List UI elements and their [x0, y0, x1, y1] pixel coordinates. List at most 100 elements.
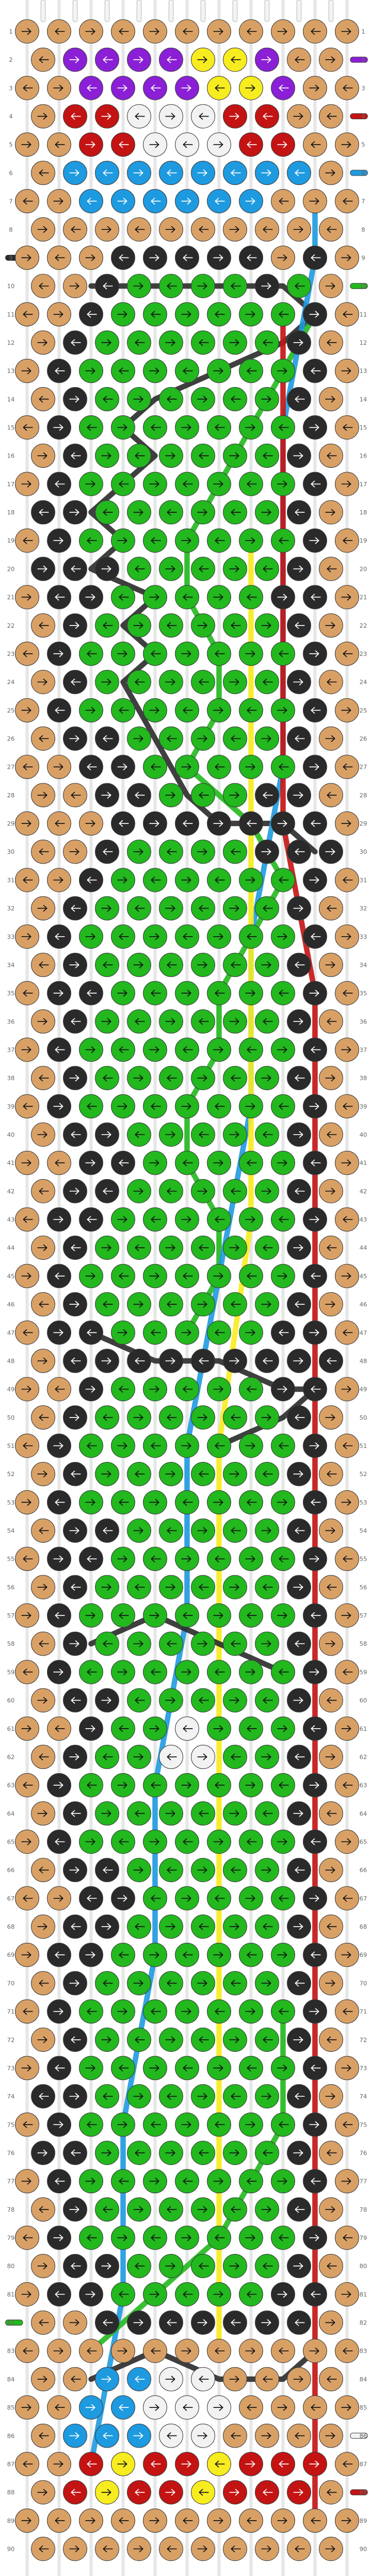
- arrow-right-icon: [69, 1640, 80, 1647]
- knot-black: [47, 585, 72, 609]
- knot-black: [47, 924, 72, 949]
- knot-black: [79, 1886, 104, 1911]
- knot-tan: [335, 811, 359, 836]
- arrow-right-icon: [293, 678, 304, 686]
- arrow-left-icon: [23, 2347, 33, 2354]
- arrow-right-icon: [213, 2178, 223, 2185]
- arrow-left-icon: [326, 2263, 337, 2270]
- knot-tan: [319, 2084, 343, 2109]
- arrow-left-icon: [247, 820, 257, 827]
- knot-black: [63, 2084, 87, 2109]
- arrow-left-icon: [38, 1527, 49, 1534]
- arrow-right-icon: [85, 1952, 95, 1959]
- knot-green: [127, 1122, 151, 1147]
- knot-black: [255, 2310, 279, 2335]
- arrow-right-icon: [69, 56, 80, 63]
- knot-green: [175, 1603, 200, 1628]
- knot-green: [159, 2084, 183, 2109]
- knot-purple: [79, 76, 104, 100]
- knot-black: [95, 2310, 119, 2335]
- arrow-left-icon: [326, 1131, 337, 1138]
- knot-green: [175, 924, 200, 949]
- arrow-left-icon: [326, 1244, 337, 1251]
- arrow-left-icon: [343, 1103, 353, 1110]
- arrow-right-icon: [53, 2347, 63, 2354]
- knot-purple: [255, 47, 279, 72]
- knot-green: [191, 1575, 215, 1600]
- arrow-left-icon: [102, 1527, 113, 1534]
- knot-green: [111, 1377, 136, 1401]
- knot-green: [143, 415, 168, 440]
- row-number-right: 56: [359, 1584, 367, 1591]
- arrow-right-icon: [85, 1612, 95, 1619]
- row-number-left: 2: [9, 56, 13, 63]
- knot-tan: [319, 2027, 343, 2052]
- knot-green: [271, 1094, 295, 1119]
- arrow-right-icon: [213, 1725, 223, 1732]
- row-number-right: 4: [362, 113, 365, 120]
- arrow-right-icon: [325, 2545, 336, 2553]
- arrow-left-icon: [87, 1781, 97, 1789]
- arrow-left-icon: [198, 113, 209, 120]
- arrow-left-icon: [151, 2234, 161, 2242]
- arrow-left-icon: [134, 2263, 145, 2270]
- knot-black: [95, 1349, 119, 1373]
- arrow-right-icon: [245, 1895, 255, 1902]
- arrow-left-icon: [326, 1357, 337, 1364]
- arrow-left-icon: [166, 2545, 177, 2553]
- arrow-left-icon: [134, 1357, 145, 1364]
- arrow-left-icon: [279, 989, 289, 997]
- knot-tan: [15, 189, 40, 214]
- arrow-left-icon: [70, 791, 81, 799]
- knot-green: [111, 472, 136, 497]
- knot-green: [111, 641, 136, 666]
- arrow-right-icon: [341, 2291, 351, 2298]
- knot-black: [79, 302, 104, 327]
- knot-green: [111, 302, 136, 327]
- arrow-right-icon: [37, 678, 48, 686]
- arrow-right-icon: [277, 2064, 287, 2072]
- row-number-left: 44: [7, 1245, 15, 1252]
- knot-green: [191, 669, 215, 694]
- arrow-left-icon: [55, 2064, 65, 2072]
- arrow-left-icon: [55, 1612, 65, 1619]
- knot-green: [271, 1547, 295, 1572]
- arrow-left-icon: [102, 1300, 113, 1308]
- knot-black: [271, 2282, 295, 2307]
- row-number-right: 78: [359, 2206, 367, 2213]
- knot-green: [223, 557, 247, 581]
- arrow-left-icon: [166, 735, 177, 742]
- arrow-right-icon: [117, 85, 127, 92]
- arrow-right-icon: [181, 1103, 191, 1110]
- knot-green: [159, 2197, 183, 2222]
- row-number-left: 31: [7, 877, 15, 884]
- arrow-right-icon: [85, 933, 95, 940]
- arrow-left-icon: [87, 537, 97, 544]
- knot-black: [303, 1320, 327, 1345]
- knot-green: [175, 981, 200, 1006]
- arrow-left-icon: [23, 763, 33, 770]
- arrow-left-icon: [119, 2517, 129, 2525]
- arrow-right-icon: [309, 2008, 319, 2015]
- knot-tan: [31, 1801, 55, 1826]
- arrow-right-icon: [21, 1046, 31, 1053]
- arrow-right-icon: [293, 2036, 304, 2043]
- arrow-left-icon: [102, 396, 113, 403]
- knot-tan: [335, 1490, 359, 1515]
- knot-green: [255, 1009, 279, 1034]
- knot-red: [271, 132, 295, 157]
- arrow-right-icon: [277, 1386, 287, 1393]
- arrow-left-icon: [279, 2008, 289, 2015]
- arrow-left-icon: [166, 622, 177, 629]
- knot-green: [127, 2141, 151, 2165]
- arrow-right-icon: [293, 791, 304, 799]
- row-number-left: 57: [7, 1612, 15, 1619]
- knot-green: [207, 1150, 231, 1175]
- arrow-right-icon: [245, 2234, 255, 2242]
- knot-green: [175, 528, 200, 553]
- knot-tan: [31, 726, 55, 751]
- arrow-right-icon: [181, 537, 191, 544]
- row-number-right: 67: [359, 1895, 367, 1902]
- knot-green: [111, 1660, 136, 1684]
- knot-black: [47, 1999, 72, 2024]
